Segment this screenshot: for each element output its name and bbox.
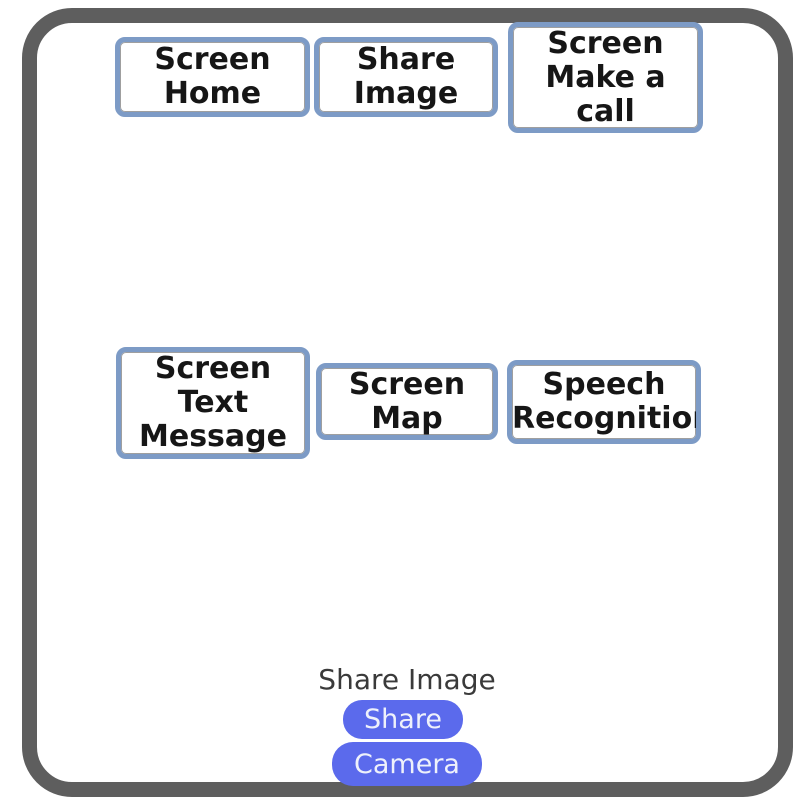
nav-box-label: Screen Text Message: [139, 351, 287, 454]
nav-box-screen-map[interactable]: Screen Map: [316, 363, 498, 440]
share-button[interactable]: Share: [343, 700, 463, 739]
nav-box-label: Screen Map: [348, 366, 466, 436]
camera-button-label: Camera: [354, 748, 460, 780]
nav-box-label: Screen Make a call: [545, 25, 666, 129]
nav-box-screen-make-a-call[interactable]: Screen Make a call: [508, 22, 703, 133]
nav-box-share-image[interactable]: Share Image: [314, 37, 498, 117]
camera-button[interactable]: Camera: [332, 742, 482, 786]
nav-box-label: Speech Recognition: [512, 367, 701, 436]
share-image-title: Share Image: [318, 663, 496, 696]
share-button-label: Share: [364, 704, 442, 735]
nav-box-label: Share Image: [353, 42, 459, 111]
nav-box-screen-home[interactable]: Screen Home: [115, 37, 310, 117]
nav-box-label: Screen Home: [154, 42, 271, 111]
nav-box-screen-text-message[interactable]: Screen Text Message: [116, 347, 310, 459]
nav-box-speech-recognition[interactable]: Speech Recognition: [507, 360, 701, 444]
